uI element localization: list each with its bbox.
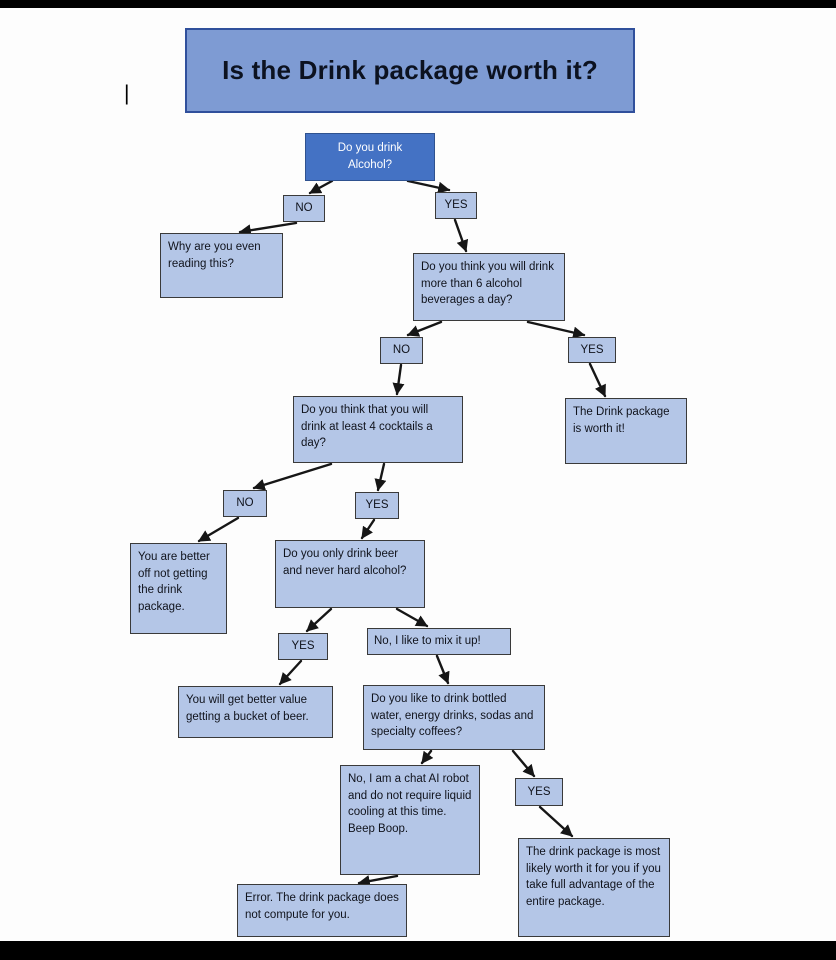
edge-4-cocktails-to-no3 [252,462,333,491]
node-most-likely-worth: The drink package is most likely worth i… [518,838,670,937]
node-yes-3: YES [355,492,399,519]
node-question-more-than-6: Do you think you will drink more than 6 … [413,253,565,321]
node-better-off-not: You are better off not getting the drink… [130,543,227,634]
edge-yes3-to-only-beer [360,518,376,540]
node-no-3: NO [223,490,267,517]
node-question-only-beer: Do you only drink beer and never hard al… [275,540,425,608]
edge-root-to-yes1 [406,179,451,194]
node-chat-ai-robot: No, I am a chat AI robot and do not requ… [340,765,480,875]
edge-4-cocktails-to-yes3 [374,462,387,492]
node-no-1: NO [283,195,325,222]
edge-bottled-water-to-chat-ai [420,749,434,765]
node-yes-1: YES [435,192,477,219]
edge-more-than-6-to-no2 [406,320,443,337]
node-root-question: Do you drink Alcohol? [305,133,435,181]
node-why-reading: Why are you even reading this? [160,233,283,298]
edge-yes5-to-most-likely [538,805,574,838]
node-yes-4: YES [278,633,328,660]
top-letterbox-bar [0,0,836,8]
edge-no2-to-4-cocktails [392,363,405,396]
node-bucket-of-beer: You will get better value getting a buck… [178,686,333,738]
node-does-not-compute: Error. The drink package does not comput… [237,884,407,937]
stray-cursor-mark: | [124,82,130,105]
edge-no3-to-better-off [197,516,240,543]
edge-chat-ai-to-error [357,874,399,887]
node-question-4-cocktails: Do you think that you will drink at leas… [293,396,463,463]
node-yes-2: YES [568,337,616,363]
edge-bottled-water-to-yes5 [511,749,536,778]
node-worth-it: The Drink package is worth it! [565,398,687,464]
edge-yes4-to-bucket [278,659,303,686]
node-no-2: NO [380,337,423,364]
node-yes-5: YES [515,778,563,806]
edge-no1-to-why-reading [238,221,298,237]
bottom-letterbox-bar [0,941,836,960]
edge-more-than-6-to-yes2 [526,320,586,339]
edge-yes1-to-more-than-6 [453,218,469,253]
edge-root-to-no1 [308,179,334,195]
edge-yes2-to-worth-it [588,362,607,398]
edge-only-beer-to-mix-it-up [395,607,429,628]
edge-only-beer-to-yes4 [305,607,333,633]
node-mix-it-up: No, I like to mix it up! [367,628,511,655]
node-question-bottled-water: Do you like to drink bottled water, ener… [363,685,545,750]
chart-title: Is the Drink package worth it? [185,28,635,113]
edge-mix-it-up-to-bottled-water [435,654,450,685]
